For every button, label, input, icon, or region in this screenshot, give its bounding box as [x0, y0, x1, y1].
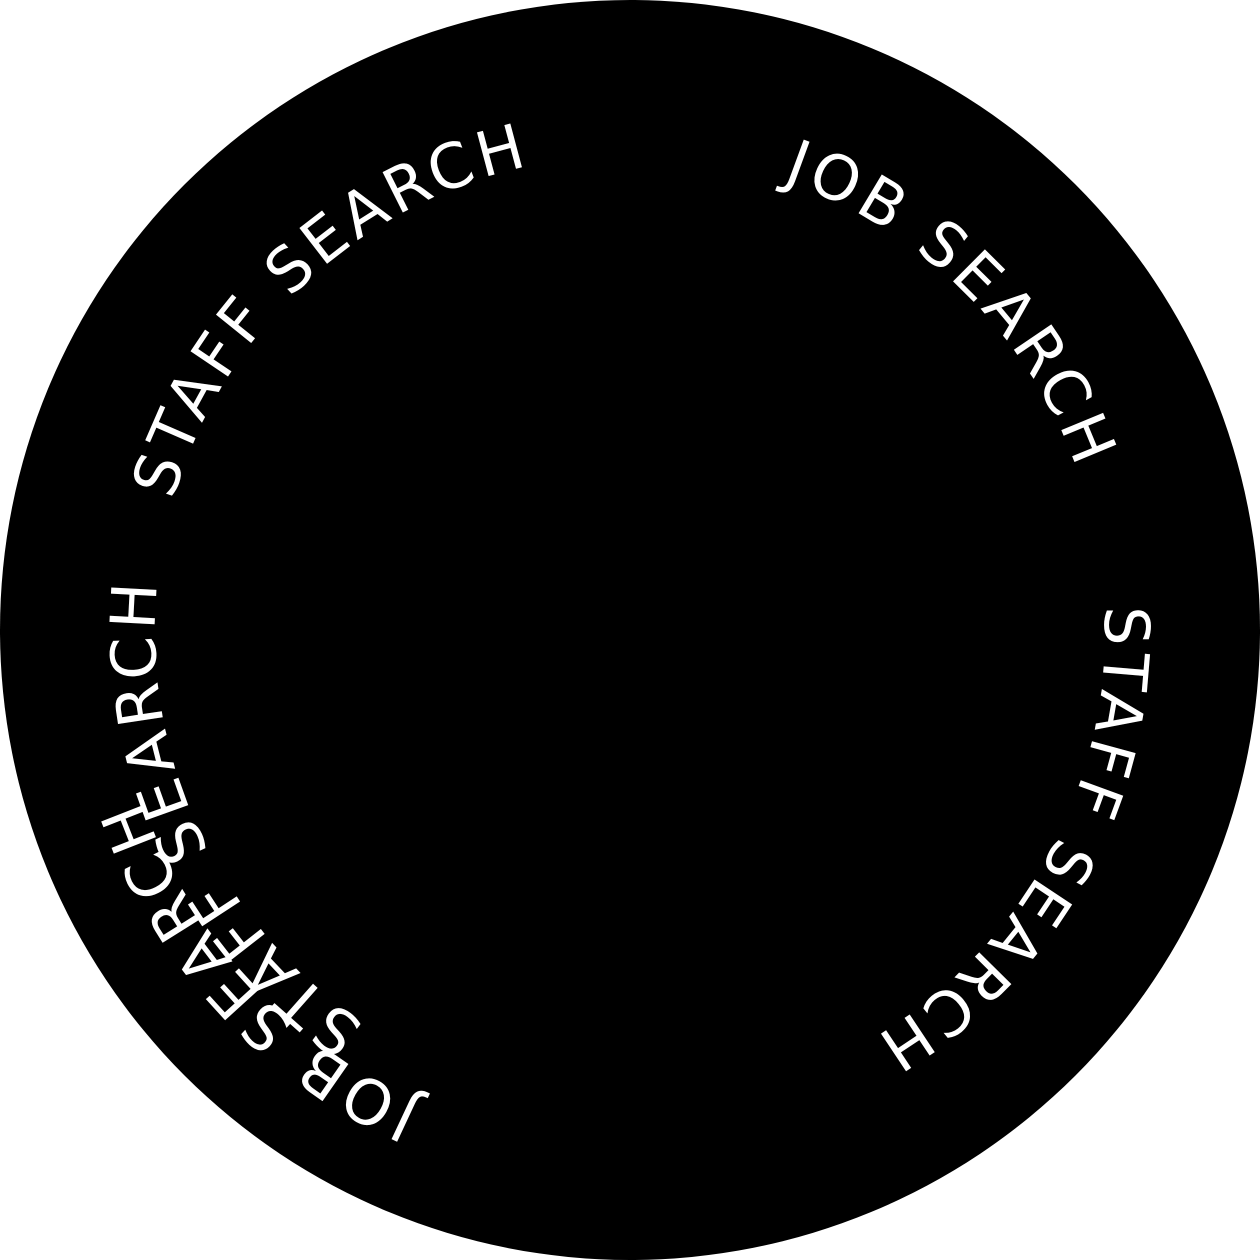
badge-disc [0, 0, 1260, 1260]
circular-badge: JOB SEARCH STAFF SEARCH STAFF SEARCH JOB… [0, 0, 1260, 1260]
badge-graphic: JOB SEARCH STAFF SEARCH STAFF SEARCH JOB… [0, 0, 1260, 1260]
